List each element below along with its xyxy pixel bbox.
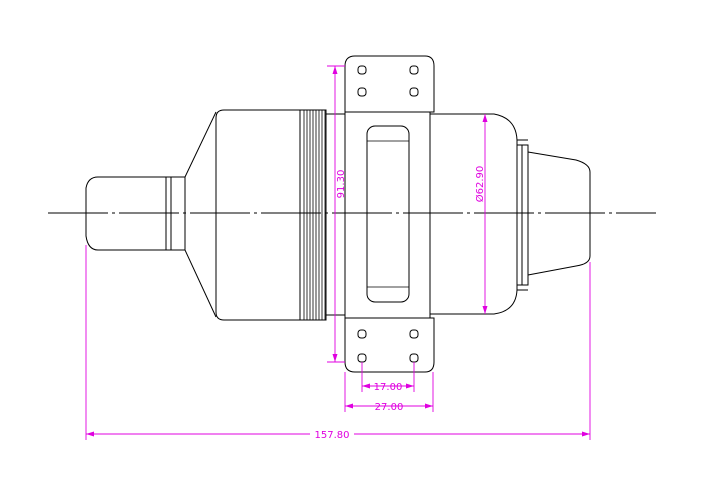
dimension-body-diameter [482, 114, 488, 314]
nose-cap [85, 176, 186, 251]
collar [326, 113, 346, 316]
dimension-mount-width [344, 372, 434, 412]
dimension-label-mount-width: 27.00 [375, 402, 404, 413]
dimension-mount-height [327, 65, 345, 363]
exhaust-nozzle [516, 144, 591, 286]
main-casing [215, 109, 301, 321]
dimension-hole-spacing [361, 362, 415, 392]
mounting-bracket [344, 55, 435, 373]
threaded-section [299, 109, 327, 321]
dimension-label-overall-length: 157.80 [315, 430, 350, 441]
dimension-label-hole-spacing: 17.00 [374, 382, 403, 393]
dimension-label-mount-height: 91.30 [336, 170, 347, 199]
intake-cone [184, 111, 217, 318]
rear-casing [430, 113, 528, 315]
mounting-holes [357, 65, 419, 363]
dimension-overall-length [85, 245, 591, 440]
dimension-label-body-diameter: Ø62.90 [474, 166, 486, 203]
dimension-label-bg [310, 428, 354, 440]
